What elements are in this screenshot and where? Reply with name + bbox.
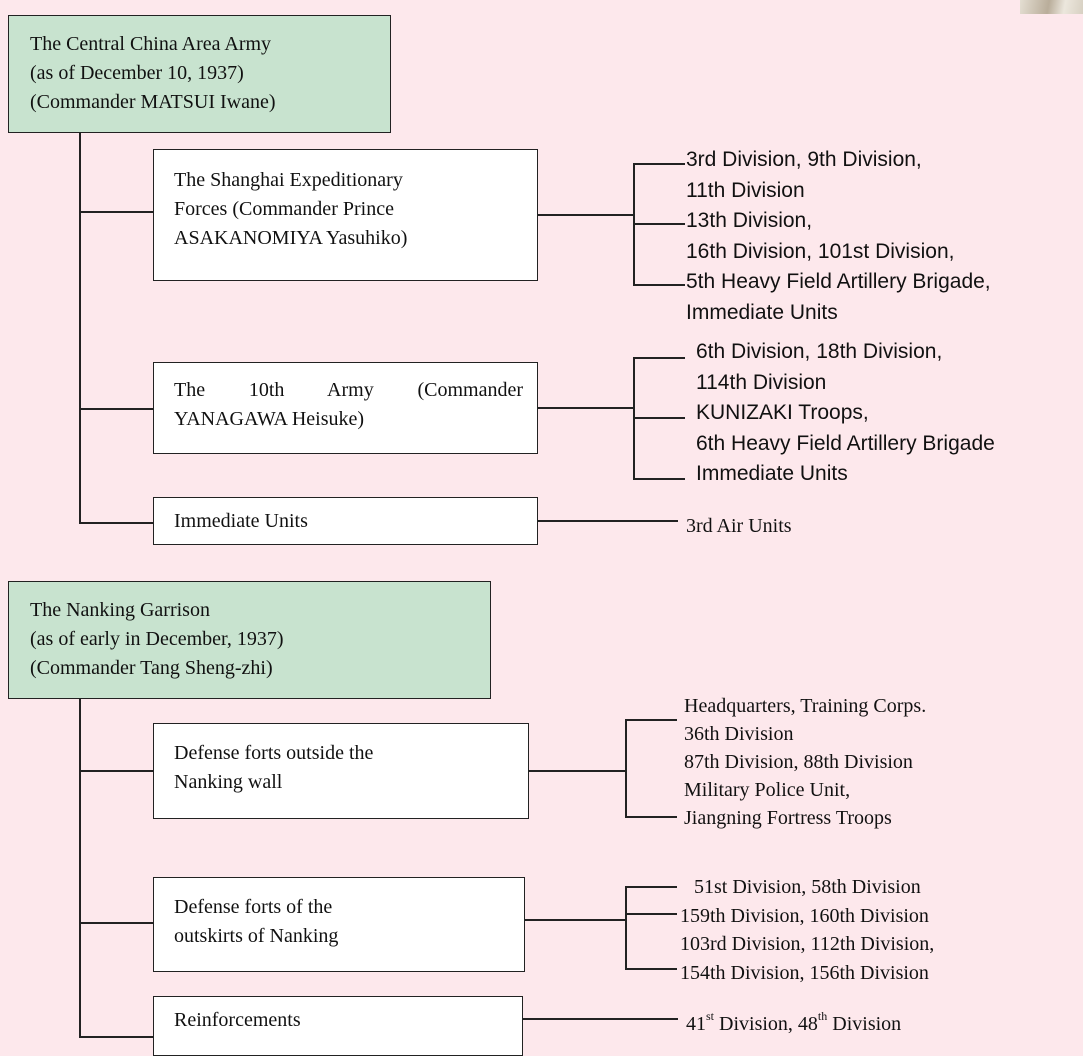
connector-line: [538, 214, 633, 216]
root-box-nanking-garrison: The Nanking Garrison (as of early in Dec…: [8, 581, 491, 699]
unit-item: KUNIZAKI Troops,: [696, 401, 869, 424]
unit-item: 11th Division: [686, 178, 805, 202]
box-reinforcements: Reinforcements: [153, 996, 523, 1056]
connector-line: [538, 520, 678, 522]
box-line: Defense forts of the: [174, 896, 333, 918]
box-line: Forces (Commander Prince: [174, 198, 394, 220]
root-commander: (Commander MATSUI Iwane): [30, 91, 276, 113]
unit-item: 5th Heavy Field Artillery Brigade,: [686, 270, 991, 293]
box-immediate-units: Immediate Units: [153, 497, 538, 545]
units-immediate: 3rd Air Units: [686, 514, 792, 539]
unit-item: 41st Division, 48th Division: [686, 1009, 902, 1037]
connector-line: [538, 407, 633, 409]
unit-item: 114th Division: [696, 370, 827, 394]
bracket-line: [625, 886, 627, 969]
box-line: outskirts of Nanking: [174, 925, 339, 947]
unit-item: 3rd Division, 9th Division,: [686, 148, 922, 171]
root-date: (as of early in December, 1937): [30, 628, 284, 650]
connector-line: [523, 1018, 678, 1020]
bracket-line: [625, 719, 627, 817]
bracket-tick: [625, 886, 677, 888]
unit-item: 159th Division, 160th Division: [680, 904, 929, 927]
unit-item: 51st Division, 58th Division: [694, 876, 921, 898]
root-commander: (Commander Tang Sheng-zhi): [30, 657, 273, 679]
bracket-tick: [633, 357, 685, 359]
unit-item: 3rd Air Units: [686, 515, 792, 537]
box-line: Immediate Units: [174, 510, 308, 532]
units-10th-army: 6th Division, 18th Division, 114th Divis…: [696, 337, 995, 490]
bracket-tick: [625, 816, 677, 818]
unit-suffix: th: [817, 1009, 828, 1024]
bracket-tick: [625, 719, 677, 721]
bracket-tick: [633, 478, 685, 480]
box-defense-forts-outskirts: Defense forts of the outskirts of Nankin…: [153, 877, 525, 972]
unit-item: Military Police Unit,: [684, 779, 851, 801]
unit-item: Headquarters, Training Corps.: [684, 695, 927, 717]
box-shanghai-expeditionary-forces: The Shanghai Expeditionary Forces (Comma…: [153, 149, 538, 281]
box-10th-army: The 10th Army (Commander YANAGAWA Heisuk…: [153, 362, 538, 454]
unit-suffix: st: [706, 1009, 715, 1024]
bracket-tick: [633, 284, 685, 286]
unit-item: 6th Heavy Field Artillery Brigade: [696, 431, 995, 455]
box-line: The Shanghai Expeditionary: [174, 169, 403, 191]
unit-item: Immediate Units: [686, 300, 838, 324]
box-line: YANAGAWA Heisuke): [174, 408, 365, 430]
unit-text: Division,: [714, 1013, 798, 1035]
units-outskirts: 51st Division, 58th Division 159th Divis…: [680, 873, 934, 987]
root-title: The Nanking Garrison: [30, 599, 210, 621]
connector-line: [79, 408, 153, 410]
connector-line: [529, 770, 625, 772]
unit-item: Immediate Units: [696, 462, 848, 485]
unit-item: 154th Division, 156th Division: [680, 961, 929, 984]
box-line: Nanking wall: [174, 771, 283, 793]
unit-item: Jiangning Fortress Troops: [684, 807, 892, 829]
root-date: (as of December 10, 1937): [30, 62, 244, 84]
connector-line: [79, 922, 153, 924]
box-line: The 10th Army (Commander: [174, 379, 523, 401]
unit-item: 6th Division, 18th Division,: [696, 340, 943, 363]
units-shanghai: 3rd Division, 9th Division, 11th Divisio…: [686, 145, 991, 328]
connector-line: [79, 522, 153, 524]
root-title: The Central China Area Army: [30, 33, 272, 55]
bracket-tick: [633, 417, 685, 419]
connector-line: [79, 1036, 153, 1038]
connector-line: [79, 770, 153, 772]
unit-item: 87th Division, 88th Division: [684, 751, 913, 773]
unit-number: 41: [686, 1013, 706, 1035]
connector-line: [525, 919, 625, 921]
connector-line: [79, 211, 153, 213]
bracket-tick: [625, 968, 677, 970]
root-box-text: The Central China Area Army (as of Decem…: [30, 30, 376, 117]
unit-number: 48: [797, 1013, 818, 1035]
trunk-line: [79, 699, 81, 1037]
bracket-tick: [625, 913, 677, 915]
box-line: Defense forts outside the: [174, 742, 374, 764]
unit-item: 13th Division,: [686, 209, 813, 232]
unit-item: 36th Division: [684, 723, 794, 745]
units-reinforcements: 41st Division, 48th Division: [686, 1009, 902, 1037]
root-box-central-china-area-army: The Central China Area Army (as of Decem…: [8, 15, 391, 133]
unit-text: Division: [827, 1013, 902, 1035]
photo-fragment: [1020, 0, 1083, 14]
trunk-line: [79, 133, 81, 523]
unit-item: 103rd Division, 112th Division,: [680, 933, 935, 955]
bracket-tick: [633, 163, 685, 165]
unit-item: 16th Division, 101st Division,: [686, 239, 955, 263]
box-line: ASAKANOMIYA Yasuhiko): [174, 227, 408, 249]
units-outside-wall: Headquarters, Training Corps. 36th Divis…: [684, 692, 926, 832]
bracket-tick: [633, 223, 685, 225]
box-defense-forts-outside-wall: Defense forts outside the Nanking wall: [153, 723, 529, 819]
box-line: Reinforcements: [174, 1009, 301, 1031]
